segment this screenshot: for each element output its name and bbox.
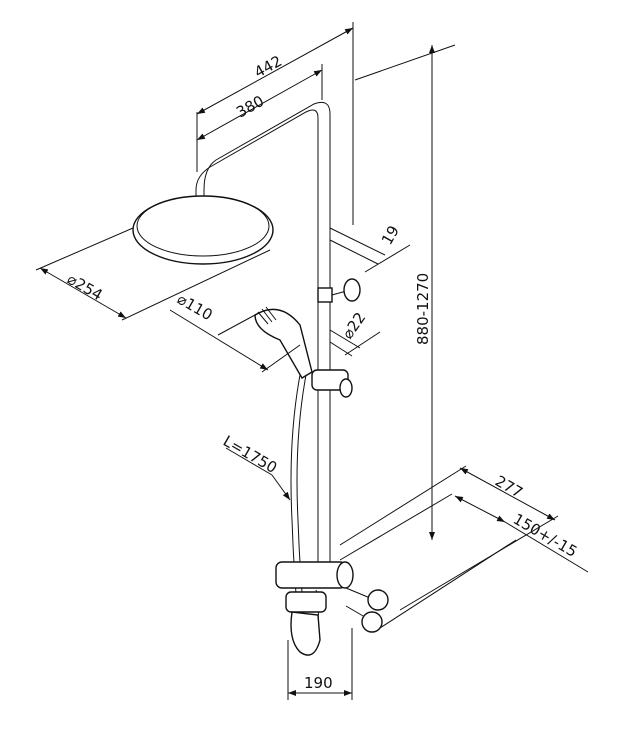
dimension-head-diameter: ⌀254 [35,227,271,321]
dimension-19: 19 [329,222,411,273]
dimension-label: ⌀22 [339,309,370,342]
dimension-277: 277 [339,465,559,611]
thermostatic-mixer [275,561,389,656]
dimension-label: 442 [251,52,285,82]
wall-bracket [317,278,361,303]
dimension-label: 19 [378,222,403,248]
dimension-label: L=1750 [220,432,280,477]
shower-rail [195,101,331,572]
dimension-hose-length: L=1750 [220,432,291,501]
dimension-label: 190 [304,674,333,692]
hand-shower-holder [311,369,353,398]
dimension-label: ⌀254 [64,270,106,304]
dimension-label: 150+/-15 [510,510,580,561]
rain-shower-head [132,195,274,265]
dimension-190: 190 [287,628,353,700]
hand-shower [254,306,313,379]
dimension-label: ⌀110 [174,290,216,324]
dimension-height: 880-1270 [354,44,456,540]
dimension-label: 880-1270 [414,273,432,345]
dimension-label: 277 [492,472,526,502]
dimension-rail-diameter: ⌀22 [329,309,381,357]
